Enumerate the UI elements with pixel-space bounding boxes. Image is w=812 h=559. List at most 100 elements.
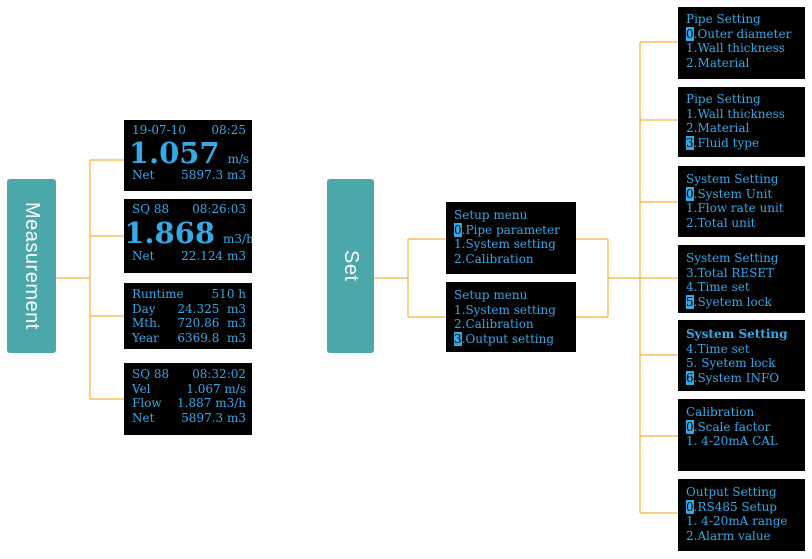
menu-item-index: 2	[454, 251, 462, 266]
flow-value: 1.868	[124, 215, 216, 250]
selected-index: 3	[686, 135, 694, 150]
measurement-tab-label: Measurement	[21, 202, 43, 330]
date: 19-07-10	[132, 123, 186, 137]
net-value: 22.124 m3	[181, 248, 246, 263]
screen-title: Calibration	[686, 405, 755, 419]
setup-menu-screen-2: Setup menu 1.System setting 2.Calibratio…	[446, 282, 576, 352]
net-label: Net	[132, 167, 155, 182]
net-value: 5897.3 m3	[181, 410, 246, 425]
menu-item[interactable]: 2.Alarm value	[686, 529, 799, 544]
menu-item-index: 1	[454, 237, 462, 251]
selected-index: 0	[686, 499, 694, 514]
menu-item[interactable]: 0.RS485 Setup	[686, 499, 799, 515]
time: 08:32:02	[192, 367, 246, 381]
measurement-screen-2: SQ 88 08:26:03 1.868 m3/h Net 22.124 m3	[124, 199, 252, 273]
menu-item-label: .Time set	[693, 280, 750, 294]
menu-item-label: .Material	[693, 55, 750, 70]
menu-item-index: 2	[686, 121, 694, 135]
menu-item-index: 1	[454, 302, 462, 317]
measurement-screen-1: 19-07-10 08:25 1.057 m/s Net 5897.3 m3	[124, 120, 252, 191]
set-tab[interactable]: Set	[327, 179, 374, 353]
menu-item[interactable]: 1. 4-20mA CAL	[686, 434, 799, 449]
menu-item-label: .System INFO	[693, 370, 780, 385]
menu-item-label: .RS485 Setup	[693, 499, 777, 514]
menu-item[interactable]: 6.System INFO	[686, 370, 799, 386]
menu-item-index: 5	[686, 356, 694, 370]
menu-item[interactable]: 1. 4-20mA range	[686, 514, 799, 529]
calibration-screen: Calibration 0.Scale factor 1. 4-20mA CAL	[678, 399, 805, 471]
selected-index: 3	[454, 331, 462, 346]
screen-title: Pipe Setting	[686, 92, 761, 106]
menu-item-index: 2	[686, 55, 694, 70]
menu-item[interactable]: 2.Material	[686, 56, 799, 71]
menu-item-label: .Fluid type	[693, 135, 760, 150]
menu-item-index: 2	[686, 528, 694, 543]
year-label: Year	[132, 330, 159, 345]
selected-index: 0	[454, 222, 462, 237]
menu-item-index: 4	[686, 341, 694, 356]
month-value: 720.86 m3	[177, 316, 246, 330]
menu-item[interactable]: 3.Output setting	[454, 331, 570, 347]
pipe-setting-screen-1: Pipe Setting 0.Outer diameter 1.Wall thi…	[678, 7, 805, 79]
menu-item[interactable]: 1.System setting	[454, 237, 570, 252]
screen-title: System Setting	[686, 327, 788, 341]
menu-item-index: 1	[686, 434, 694, 448]
menu-item-label: .Flow rate unit	[693, 201, 784, 215]
menu-item-index: 4	[686, 280, 694, 294]
menu-item[interactable]: 2.Material	[686, 121, 799, 136]
screen-title: System Setting	[686, 172, 779, 186]
menu-item[interactable]: 0.Scale factor	[686, 419, 799, 435]
menu-item-label: . 4-20mA range	[693, 514, 788, 528]
year-value: 6369.8 m3	[177, 330, 246, 345]
time: 08:26:03	[192, 202, 246, 216]
menu-title: Setup menu	[454, 288, 528, 302]
menu-item[interactable]: 2.Total unit	[686, 216, 799, 231]
flow-unit: m3/h	[223, 231, 252, 246]
selected-index: 0	[686, 186, 694, 201]
menu-item[interactable]: 1.System setting	[454, 303, 570, 318]
measurement-tab[interactable]: Measurement	[7, 179, 56, 353]
sq-value: SQ 88	[132, 367, 170, 381]
menu-item-label: .Calibration	[461, 317, 534, 331]
selected-index: 0	[686, 419, 694, 434]
time: 08:25	[211, 123, 246, 137]
flow-label: Flow	[132, 396, 162, 410]
system-setting-screen-2: System Setting 3.Total RESET 4.Time set …	[678, 245, 805, 313]
pipe-setting-screen-2: Pipe Setting 1.Wall thickness 2.Material…	[678, 87, 805, 157]
net-value: 5897.3 m3	[181, 167, 246, 182]
menu-item[interactable]: 2.Calibration	[454, 252, 570, 267]
menu-item[interactable]: 5.Syetem lock	[686, 294, 799, 310]
screen-title: Pipe Setting	[686, 12, 761, 26]
menu-item-label: .Calibration	[461, 251, 534, 266]
menu-item-index: 1	[686, 514, 694, 528]
menu-item[interactable]: 3.Fluid type	[686, 135, 799, 151]
flow-value: 1.887 m3/h	[177, 396, 246, 410]
menu-item[interactable]: 1.Flow rate unit	[686, 201, 799, 216]
selected-index: 5	[686, 294, 694, 309]
screen-title: Output Setting	[686, 485, 777, 499]
menu-item[interactable]: 1.Wall thickness	[686, 41, 799, 56]
system-setting-screen-1: System Setting 0.System Unit 1.Flow rate…	[678, 166, 805, 237]
selected-index: 0	[686, 26, 694, 41]
menu-item[interactable]: 5. Syetem lock	[686, 356, 799, 371]
day-label: Day	[132, 301, 156, 316]
menu-item[interactable]: 4.Time set	[686, 280, 799, 295]
velocity-value: 1.057	[128, 135, 220, 170]
menu-item[interactable]: 4.Time set	[686, 342, 799, 357]
menu-item-label: .Pipe parameter	[461, 222, 560, 237]
menu-item-label: .Scale factor	[693, 419, 771, 434]
menu-item[interactable]: 0.System Unit	[686, 186, 799, 202]
menu-item[interactable]: 2.Calibration	[454, 317, 570, 332]
menu-item[interactable]: 1.Wall thickness	[686, 107, 799, 122]
menu-item[interactable]: 0.Pipe parameter	[454, 222, 570, 238]
menu-item-label: . Syetem lock	[693, 356, 776, 370]
runtime-value: 510 h	[211, 287, 246, 301]
runtime-label: Runtime	[132, 287, 184, 301]
menu-item[interactable]: 3.Total RESET	[686, 266, 799, 281]
menu-item-label: .Material	[693, 121, 750, 135]
menu-item-label: .Wall thickness	[693, 106, 785, 121]
menu-item[interactable]: 0.Outer diameter	[686, 26, 799, 42]
month-label: Mth.	[132, 316, 161, 330]
vel-value: 1.067 m/s	[186, 381, 246, 396]
